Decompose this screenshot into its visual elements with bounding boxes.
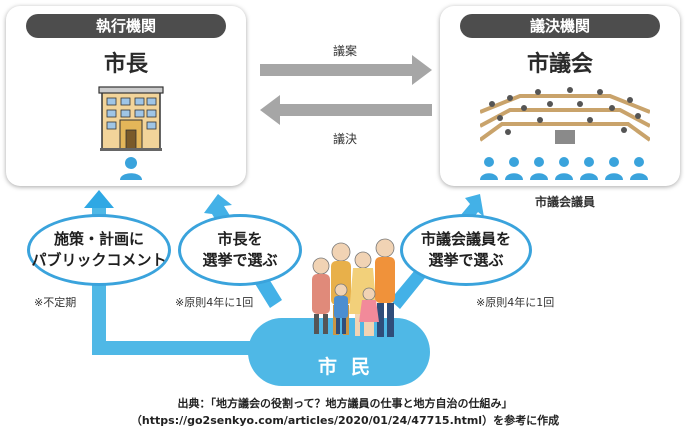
elect-mayor-line2: 選挙で選ぶ	[202, 251, 278, 269]
arrow-up-public-comment	[84, 190, 114, 208]
citizens-family-illustration	[312, 238, 395, 337]
public-comment-pipe-horizontal	[92, 341, 272, 355]
arrow-decision	[260, 95, 432, 125]
legislative-category-pill: 議決機関	[460, 14, 660, 38]
elect-council-note: ※原則4年に1回	[476, 296, 555, 309]
elect-council-line1: 市議会議員を	[420, 230, 511, 248]
public-comment-bubble: 施策・計画にパブリックコメント	[27, 214, 171, 286]
council-title: 市議会	[526, 52, 593, 77]
elect-mayor-bubble: 市長を選挙で選ぶ	[178, 214, 302, 286]
elect-mayor-note: ※原則4年に1回	[175, 296, 254, 309]
public-comment-note: ※不定期	[34, 296, 77, 309]
council-members-icons	[480, 157, 648, 180]
elect-mayor-line1: 市長を	[217, 230, 263, 248]
executive-box: 執行機関 市長	[6, 6, 246, 186]
assembly-hall-illustration	[480, 82, 650, 148]
source-line1: 出典：「地方議会の役割って？地方議員の仕事と地方自治の仕組み」	[177, 397, 513, 410]
proposal-label: 議案	[333, 44, 358, 58]
arrow-proposal	[260, 55, 432, 85]
public-comment-line2: パブリックコメント	[31, 251, 167, 269]
council-members-label: 市議会議員	[535, 195, 596, 209]
elect-council-bubble: 市議会議員を選挙で選ぶ	[400, 214, 532, 286]
source-line2: （https://go2senkyo.com/articles/2020/01/…	[130, 414, 560, 427]
executive-category-pill: 執行機関	[26, 14, 226, 38]
elect-council-line2: 選挙で選ぶ	[428, 251, 504, 269]
decision-label: 議決	[333, 132, 358, 146]
legislative-box: 議決機関 市議会	[440, 6, 680, 186]
mayor-title: 市長	[103, 52, 148, 77]
city-hall-building-icon	[98, 86, 164, 151]
public-comment-line1: 施策・計画に	[53, 230, 144, 248]
mayor-person-icon	[120, 157, 142, 180]
citizens-label: 市民	[318, 356, 385, 378]
